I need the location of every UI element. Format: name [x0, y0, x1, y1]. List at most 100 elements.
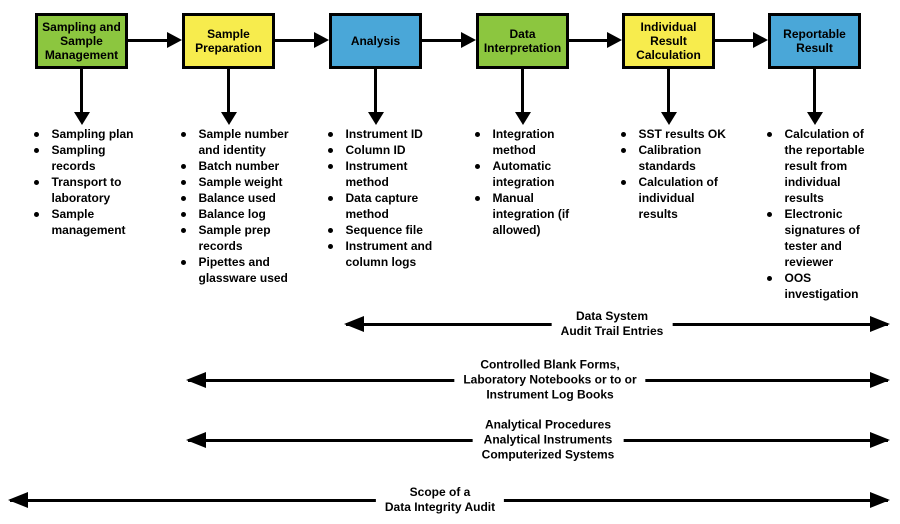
stage-bullets-data-interpretation: Integration method Automatic integration… [470, 126, 586, 238]
bullet-item: Instrument and column logs [323, 238, 439, 270]
arrowhead-right-icon [167, 32, 182, 48]
flow-arrow-right-icon [275, 32, 329, 48]
flow-arrow-down-icon [660, 69, 677, 125]
arrowhead-right-icon [607, 32, 622, 48]
arrowhead-left-icon [8, 492, 28, 508]
flow-arrow-right-icon [422, 32, 476, 48]
arrowhead-down-icon [367, 112, 384, 125]
bullet-item: Sequence file [323, 222, 439, 238]
arrowhead-right-icon [870, 316, 890, 332]
arrowhead-left-icon [344, 316, 364, 332]
bullet-item: Sample number and identity [176, 126, 292, 158]
arrowhead-right-icon [753, 32, 768, 48]
span-label-line: Controlled Blank Forms, [480, 357, 620, 372]
bullet-item: Instrument ID [323, 126, 439, 142]
bullet-item: Column ID [323, 142, 439, 158]
flow-arrow-right-icon [715, 32, 768, 48]
stage-box-sampling-and-sample-management: Sampling and Sample Management [35, 13, 128, 69]
arrow-line [813, 69, 816, 113]
stage-bullets-individual-result-calculation: SST results OK Calibration standards Cal… [616, 126, 732, 222]
bullet-item: Transport to laboratory [29, 174, 145, 206]
arrow-line [227, 69, 230, 113]
span-arrow-data-system-audit-trail: Data System Audit Trail Entries [344, 307, 890, 341]
bullet-item: Calculation of individual results [616, 174, 732, 222]
arrowhead-right-icon [314, 32, 329, 48]
span-arrow-scope-of-audit: Scope of a Data Integrity Audit [8, 483, 890, 517]
stage-label: Sample Preparation [195, 27, 262, 55]
span-label-line: Data System [575, 309, 649, 323]
arrow-line [275, 38, 320, 42]
stage-label: Individual Result Calculation [636, 20, 701, 62]
stage-label: Reportable Result [783, 27, 846, 55]
arrow-line [374, 69, 377, 113]
arrowhead-left-icon [186, 372, 206, 388]
span-label-line: Analytical Procedures [484, 417, 612, 432]
arrowhead-left-icon [186, 432, 206, 448]
span-arrow-controlled-blank-forms: Controlled Blank Forms, Laboratory Noteb… [186, 357, 890, 403]
stage-label: Data Interpretation [483, 27, 562, 55]
bullet-item: Calibration standards [616, 142, 732, 174]
flow-arrow-down-icon [806, 69, 823, 125]
arrow-line [521, 69, 524, 113]
arrowhead-right-icon [870, 432, 890, 448]
stage-label: Sampling and Sample Management [42, 20, 121, 62]
arrow-line [128, 38, 173, 42]
span-label-data-system-audit-trail: Data System Audit Trail Entries [551, 309, 673, 339]
span-label-line: Data Integrity Audit [384, 500, 496, 514]
span-label-line: Instrument Log Books [486, 387, 614, 402]
arrow-line [569, 38, 613, 42]
bullet-item: Electronic signatures of tester and revi… [762, 206, 878, 270]
span-label-line: Scope of a [409, 485, 471, 499]
bullet-item: Instrument method [323, 158, 439, 190]
bullet-item: Calculation of the reportable result fro… [762, 126, 878, 206]
bullet-item: Sampling plan [29, 126, 145, 142]
stage-box-sample-preparation: Sample Preparation [182, 13, 275, 69]
stage-label: Analysis [350, 34, 401, 48]
stage-bullets-sample-preparation: Sample number and identity Batch number … [176, 126, 292, 286]
bullet-item: Balance used [176, 190, 292, 206]
arrowhead-right-icon [461, 32, 476, 48]
span-label-line: Laboratory Notebooks or to or [463, 372, 637, 387]
arrow-line [715, 38, 759, 42]
span-label-controlled-blank-forms: Controlled Blank Forms, Laboratory Noteb… [454, 357, 646, 403]
arrow-line [667, 69, 670, 113]
flow-arrow-down-icon [220, 69, 237, 125]
arrow-line [80, 69, 83, 113]
stage-box-analysis: Analysis [329, 13, 422, 69]
bullet-item: Sample management [29, 206, 145, 238]
span-label-line: Audit Trail Entries [560, 324, 664, 338]
span-label-line: Analytical Instruments [483, 432, 613, 447]
flow-arrow-right-icon [569, 32, 622, 48]
span-label-line: Computerized Systems [481, 447, 615, 462]
bullet-item: Data capture method [323, 190, 439, 222]
arrow-line [422, 38, 467, 42]
flow-arrow-right-icon [128, 32, 182, 48]
bullet-item: SST results OK [616, 126, 732, 142]
stage-box-individual-result-calculation: Individual Result Calculation [622, 13, 715, 69]
arrowhead-down-icon [660, 112, 677, 125]
bullet-item: Integration method [470, 126, 586, 158]
span-label-scope-of-audit: Scope of a Data Integrity Audit [375, 485, 505, 515]
bullet-item: Pipettes and glassware used [176, 254, 292, 286]
span-label-analytical-procedures: Analytical Procedures Analytical Instrum… [472, 417, 624, 463]
stage-bullets-analysis: Instrument ID Column ID Instrument metho… [323, 126, 439, 270]
bullet-item: Sample weight [176, 174, 292, 190]
bullet-item: OOS investigation [762, 270, 878, 302]
span-arrow-analytical-procedures: Analytical Procedures Analytical Instrum… [186, 417, 890, 463]
arrowhead-right-icon [870, 492, 890, 508]
flow-arrow-down-icon [514, 69, 531, 125]
bullet-item: Automatic integration [470, 158, 586, 190]
arrowhead-right-icon [870, 372, 890, 388]
bullet-item: Balance log [176, 206, 292, 222]
flow-arrow-down-icon [367, 69, 384, 125]
bullet-item: Sample prep records [176, 222, 292, 254]
arrowhead-down-icon [806, 112, 823, 125]
bullet-item: Manual integration (if allowed) [470, 190, 586, 238]
bullet-item: Sampling records [29, 142, 145, 174]
stage-bullets-sampling-and-sample-management: Sampling plan Sampling records Transport… [29, 126, 145, 238]
stage-box-reportable-result: Reportable Result [768, 13, 861, 69]
arrowhead-down-icon [514, 112, 531, 125]
arrowhead-down-icon [220, 112, 237, 125]
stage-box-data-interpretation: Data Interpretation [476, 13, 569, 69]
